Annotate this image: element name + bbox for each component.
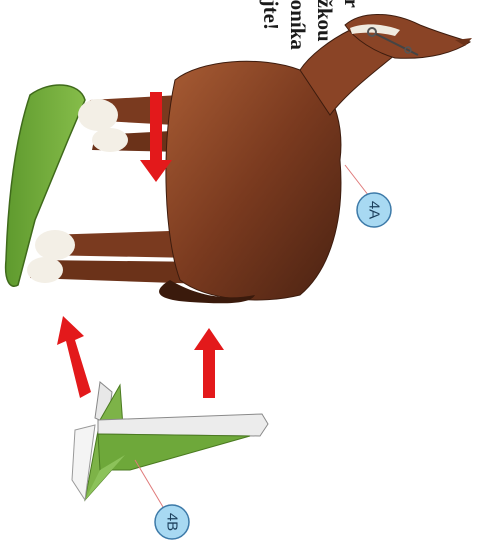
arrow-up-diagonal [57,316,91,398]
stand-piece [72,382,268,500]
instruction-line-4: ujte! [257,0,284,50]
hoof-feather-2 [92,128,128,152]
badge-4a-label: 4A [366,201,383,219]
badge-4a: 4A [357,193,391,227]
hoof-feather-4 [27,257,63,283]
hoof-feather-3 [35,230,75,260]
arrow-up-stand [194,328,224,398]
instruction-line-3: koníka [284,0,311,50]
instruction-line-2: ožkou [311,0,338,50]
instruction-line-1: or [338,0,365,50]
hoof-feather-1 [78,99,118,131]
badge-4b: 4B [155,505,189,539]
horse-torso [166,61,341,300]
instruction-text-block: or ožkou koníka ujte! [150,0,310,78]
badge-4b-label: 4B [164,513,181,531]
stand-gray-bar [98,414,268,436]
leader-line-4b [135,460,166,512]
stand-green-fin [98,434,250,470]
